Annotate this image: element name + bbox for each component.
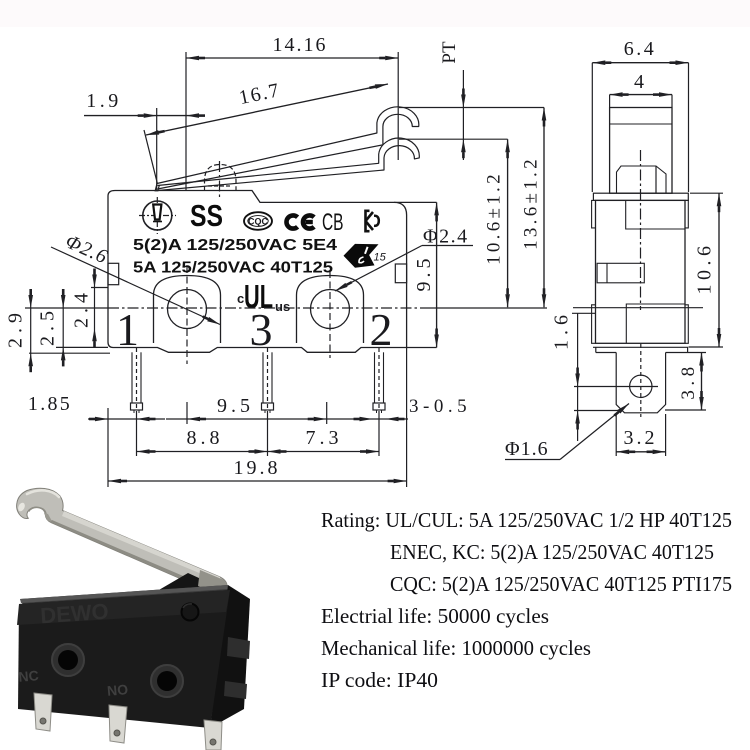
svg-text:NC: NC (18, 667, 40, 685)
svg-text:SS: SS (190, 198, 223, 233)
svg-text:Φ1.6: Φ1.6 (505, 438, 549, 460)
svg-text:ENEC, KC: 5(2)A 125/250VAC 40T: ENEC, KC: 5(2)A 125/250VAC 40T125 (390, 540, 714, 564)
svg-text:2.4: 2.4 (71, 288, 93, 328)
svg-text:3.2: 3.2 (624, 427, 658, 449)
svg-text:CQC: 5(2)A 125/250VAC 40T125 P: CQC: 5(2)A 125/250VAC 40T125 PTI175 (390, 572, 732, 596)
svg-text:us: us (275, 299, 290, 314)
svg-text:3-0.5: 3-0.5 (409, 396, 471, 417)
svg-text:1.85: 1.85 (28, 393, 72, 415)
svg-text:UL: UL (244, 278, 273, 315)
svg-text:8.8: 8.8 (187, 427, 224, 449)
svg-text:IP code: IP40: IP code: IP40 (321, 668, 438, 692)
svg-text:3.8: 3.8 (678, 362, 699, 399)
svg-text:3: 3 (250, 304, 273, 355)
svg-text:DEWO: DEWO (39, 599, 109, 629)
svg-text:2.9: 2.9 (5, 308, 27, 348)
svg-text:CQC: CQC (248, 217, 269, 227)
svg-text:2.5: 2.5 (37, 306, 59, 346)
svg-text:19.8: 19.8 (234, 457, 281, 479)
svg-text:c: c (237, 291, 244, 306)
svg-text:9.5: 9.5 (413, 255, 435, 292)
svg-text:6.4: 6.4 (624, 38, 657, 60)
svg-text:10.6±1.2: 10.6±1.2 (484, 171, 505, 265)
svg-text:2: 2 (370, 304, 393, 355)
svg-text:Rating: UL/CUL: 5A 125/250VAC: Rating: UL/CUL: 5A 125/250VAC 1/2 HP 40T… (321, 508, 732, 532)
svg-text:Mechanical life: 1000000 cycle: Mechanical life: 1000000 cycles (321, 636, 591, 660)
svg-text:14.16: 14.16 (273, 34, 328, 56)
svg-text:CB: CB (322, 209, 344, 236)
svg-text:7.3: 7.3 (306, 427, 343, 449)
svg-text:NO: NO (106, 681, 128, 699)
svg-text:Φ2.4: Φ2.4 (423, 226, 469, 248)
svg-text:15: 15 (374, 252, 387, 264)
svg-text:10.6: 10.6 (694, 242, 716, 295)
svg-text:PT: PT (439, 41, 460, 64)
svg-text:1.9: 1.9 (86, 90, 122, 112)
svg-text:5(2)A 125/250VAC 5E4: 5(2)A 125/250VAC 5E4 (133, 237, 337, 254)
svg-text:9.5: 9.5 (217, 395, 254, 417)
svg-text:4: 4 (634, 71, 645, 93)
svg-text:5A 125/250VAC 40T125: 5A 125/250VAC 40T125 (133, 260, 333, 277)
svg-text:13.6±1.2: 13.6±1.2 (521, 156, 542, 250)
svg-text:1: 1 (116, 304, 139, 355)
svg-text:1.6: 1.6 (551, 310, 573, 350)
svg-text:Electrial life: 50000 cycles: Electrial life: 50000 cycles (321, 604, 549, 628)
